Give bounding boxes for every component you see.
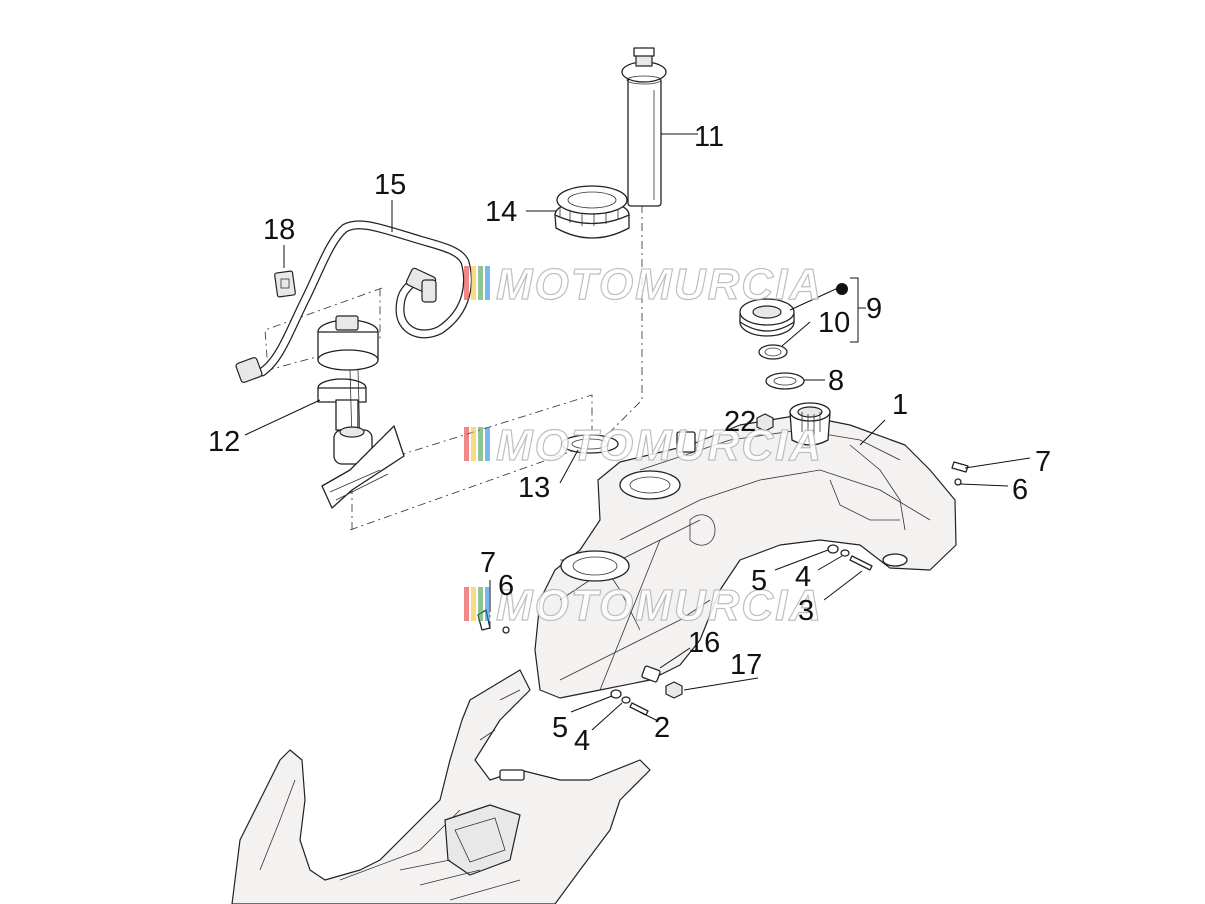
callout-7-right: 7 — [1035, 446, 1051, 478]
filler-ring — [765, 372, 805, 390]
callout-6-left: 6 — [498, 570, 514, 602]
callout-17: 17 — [730, 649, 762, 681]
callout-2: 2 — [654, 712, 670, 744]
ring-nut — [554, 185, 630, 239]
callout-8: 8 — [828, 365, 844, 397]
callout-13: 13 — [518, 472, 550, 504]
callout-1: 1 — [892, 389, 908, 421]
fuel-pump — [317, 315, 405, 509]
callout-22: 22 — [724, 406, 756, 438]
gasket — [561, 434, 619, 454]
callout-5-upper: 5 — [751, 565, 767, 597]
watermark-top: MOTOMURCIA — [464, 259, 823, 310]
callout-12: 12 — [208, 426, 240, 458]
watermark-text-bottom: MOTOMURCIA — [496, 581, 823, 630]
callout-15: 15 — [374, 169, 406, 201]
watermark-bottom: MOTOMURCIA — [464, 580, 823, 631]
watermark-text-middle: MOTOMURCIA — [496, 421, 823, 470]
callout-4-upper: 4 — [795, 561, 811, 593]
watermark-text-top: MOTOMURCIA — [496, 260, 823, 309]
callout-5-lower: 5 — [552, 712, 568, 744]
frame-underbody — [231, 669, 651, 904]
callout-18: 18 — [263, 214, 295, 246]
fuel-tank — [534, 402, 957, 699]
callout-11: 11 — [694, 121, 724, 153]
callout-labels: 1 2 3 4 4 5 5 6 6 7 7 8 9 10 11 12 13 14… — [208, 121, 1051, 757]
cap-seal — [758, 344, 788, 360]
fuel-hose — [235, 220, 472, 383]
hose-clamp-part — [274, 270, 296, 298]
filler-cap — [739, 298, 795, 337]
callout-6-right: 6 — [1012, 474, 1028, 506]
leader-lines — [244, 133, 1031, 731]
callout-16: 16 — [688, 627, 720, 659]
callout-14: 14 — [485, 196, 517, 228]
reference-dot — [836, 283, 848, 295]
callout-9: 9 — [866, 293, 882, 325]
callout-10: 10 — [818, 307, 850, 339]
callout-4-lower: 4 — [574, 725, 590, 757]
fuel-level-sender — [621, 47, 667, 207]
callout-7-left: 7 — [480, 547, 496, 579]
callout-3: 3 — [798, 595, 814, 627]
watermark-middle: MOTOMURCIA — [464, 420, 823, 471]
